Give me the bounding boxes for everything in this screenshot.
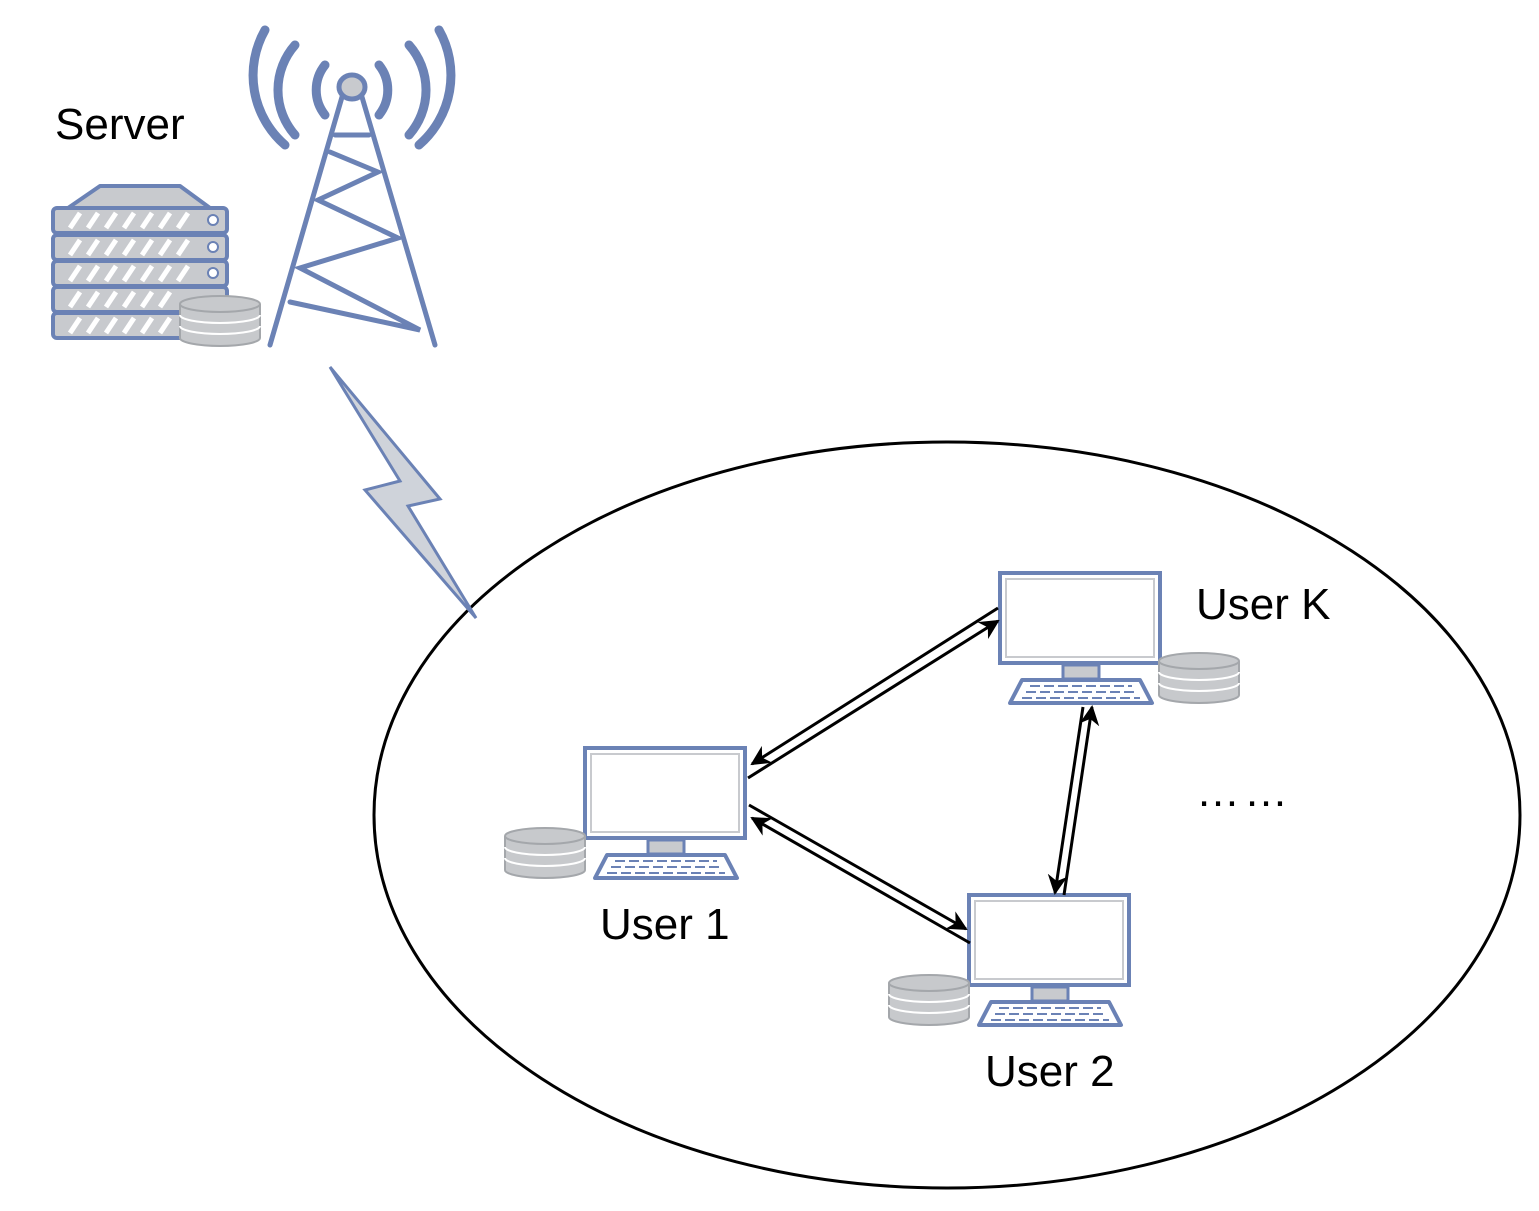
more-users-ellipsis: …… [1196, 767, 1292, 816]
user1-computer-icon [583, 746, 747, 880]
radio-tower-icon [248, 25, 456, 348]
userk-label: User K [1196, 580, 1331, 629]
link-user1-user2 [748, 803, 971, 945]
userk-disk-icon [1158, 652, 1240, 704]
user1-label: User 1 [600, 900, 730, 949]
server-disk-icon [179, 295, 261, 347]
server-label: Server [55, 100, 185, 149]
user2-disk-icon [888, 974, 970, 1026]
link-user1-userk [747, 606, 1000, 780]
wireless-link-icon [328, 366, 478, 619]
link-user2-userk [1047, 705, 1100, 896]
user1-disk-icon [504, 827, 586, 879]
user-group-ellipse [372, 440, 1522, 1190]
user2-label: User 2 [985, 1047, 1115, 1096]
userk-computer-icon [998, 571, 1162, 705]
user2-computer-icon [967, 893, 1131, 1027]
